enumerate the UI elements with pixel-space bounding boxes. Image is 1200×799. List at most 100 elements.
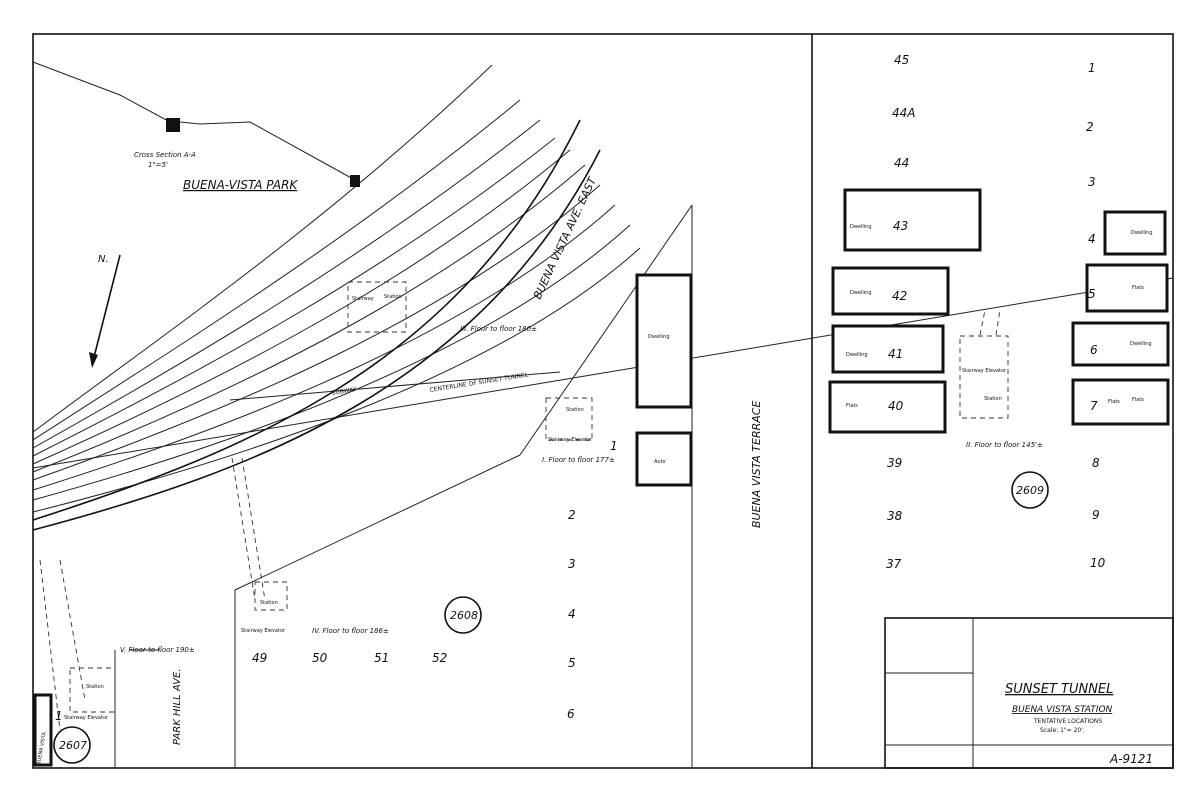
terrace-west-line (519, 204, 693, 456)
building-lot-40 (828, 380, 947, 434)
north-label: N. (98, 254, 109, 265)
station-shafts (39, 281, 1009, 731)
tunnel-centerline-label: CENTERLINE OF SUNSET TUNNEL (429, 371, 529, 394)
lot-number: 4 (568, 607, 576, 621)
building-lot-42 (831, 266, 950, 316)
elevator-label: Stairway (352, 296, 374, 302)
lot-number: 1 (1088, 61, 1096, 75)
buildings (33, 188, 1170, 767)
tunnel-centerline (32, 277, 1174, 469)
lot-number: 37 (886, 557, 902, 571)
floor-label-v: V. Floor to floor 190± (120, 646, 195, 654)
street-edges (32, 119, 601, 531)
subdivision-number-2607: 2607 (59, 739, 87, 752)
station-label: Station (260, 600, 278, 606)
lot-number: 43 (893, 219, 908, 233)
lot-number: 2 (568, 508, 576, 522)
building-label: Dwelling (846, 352, 868, 358)
building-label: Dwelling (648, 334, 670, 340)
cross-section-label: Cross Section A-A (134, 151, 196, 159)
lot-number: 52 (432, 651, 447, 665)
street-park-hill: PARK HILL AVE. (172, 668, 183, 745)
lot-number: 2 (1086, 120, 1094, 134)
subway-outline (229, 371, 561, 401)
station-label: Station (566, 407, 584, 413)
subdivision-number-2608: 2608 (450, 609, 478, 622)
lot-number: 42 (892, 289, 907, 303)
lot-number: 45 (894, 53, 909, 67)
elevator-label: Stairway Elevator (241, 628, 286, 634)
subdivision-circle-2608 (444, 596, 482, 634)
building-label: Flats (1132, 285, 1144, 291)
park-name: BUENA-VISTA PARK (183, 178, 298, 192)
building-label: Flats (846, 403, 858, 409)
street-buena-vista-east: BUENA VISTA AVE. EAST (531, 174, 599, 301)
lot-number: 44A (892, 106, 915, 120)
lot-number: 44 (894, 156, 909, 170)
north-arrow-head (89, 352, 98, 368)
title-block-scale: Scale: 1"= 20'. (1040, 727, 1085, 734)
elevator-label: Stairway Elevator (64, 715, 109, 721)
lot-number: 39 (887, 456, 902, 470)
title-block-line3: TENTATIVE LOCATIONS (1033, 718, 1102, 725)
lot-number: 41 (888, 347, 903, 361)
lot-number: 1 (55, 709, 63, 723)
building-lot-5 (1085, 263, 1169, 313)
lot-number: 1 (610, 439, 618, 453)
title-block-subtitle: BUENA VISTA STATION (1012, 705, 1113, 715)
lot-number: 38 (887, 509, 903, 523)
cross-section-end (350, 175, 360, 187)
floor-label-ii: II. Floor to floor 145'± (966, 441, 1043, 449)
lot-number: 10 (1090, 556, 1106, 570)
lot-number: 9 (1092, 508, 1100, 522)
subdivision-number-2609: 2609 (1016, 484, 1044, 497)
building-dwelling-left (635, 273, 693, 409)
lot-number: 6 (567, 707, 575, 721)
lot-number: 49 (252, 651, 267, 665)
building-auto (635, 431, 693, 487)
building-corner (33, 693, 53, 767)
station-label: Station (984, 396, 1002, 402)
sheet-border (32, 33, 1174, 769)
floor-label-i: I. Floor to floor 177± (542, 456, 615, 464)
title-block-frame (884, 617, 1174, 769)
subdivision-circle-2607 (53, 726, 91, 764)
street-buena-vista-terrace: BUENA VISTA TERRACE (750, 401, 763, 528)
title-block-title: SUNSET TUNNEL (1005, 682, 1113, 697)
lot-number: 50 (312, 651, 328, 665)
floor-label-iv: IV. Floor to floor 186± (312, 627, 389, 635)
lot-number: 5 (1088, 287, 1096, 301)
street-small-label: BUENA VISTA (36, 731, 48, 765)
elevator-label: Stairway Elevator (962, 368, 1007, 374)
lot-number: 3 (1088, 175, 1096, 189)
north-arrow (91, 254, 121, 366)
cross-section-profile (32, 61, 356, 181)
lot-number: 5 (568, 656, 576, 670)
building-lot-6 (1071, 321, 1170, 367)
drawing-number: A-9121 (1109, 752, 1153, 766)
subdivision-circle-2609 (1011, 471, 1049, 509)
elevator-label: Stairway Elevator (548, 437, 593, 443)
building-label: Auto (654, 459, 666, 465)
building-label: Dwelling (1131, 230, 1153, 236)
station-label: Station (384, 294, 402, 300)
cross-section-scale: 1"=5' (148, 161, 168, 169)
building-label: Dwelling (1130, 341, 1152, 347)
lot-number: 8 (1092, 456, 1100, 470)
building-lot-4 (1103, 210, 1167, 256)
building-label: Dwelling (850, 290, 872, 296)
lot-number: 4 (1088, 232, 1096, 246)
lot-number: 51 (374, 651, 389, 665)
lot-number: 6 (1090, 343, 1098, 357)
building-lot-7 (1071, 378, 1170, 426)
subway-label: SUBWAY (331, 386, 357, 397)
building-label: Dwelling (850, 224, 872, 230)
lot-line-diagonal (234, 454, 521, 591)
building-lot-43 (843, 188, 982, 252)
cross-section-marker (166, 118, 180, 132)
contour-lines (32, 64, 641, 513)
lot-number: 3 (568, 557, 576, 571)
building-lot-41 (831, 324, 945, 374)
floor-label-iii: III. Floor to floor 180± (460, 325, 537, 333)
